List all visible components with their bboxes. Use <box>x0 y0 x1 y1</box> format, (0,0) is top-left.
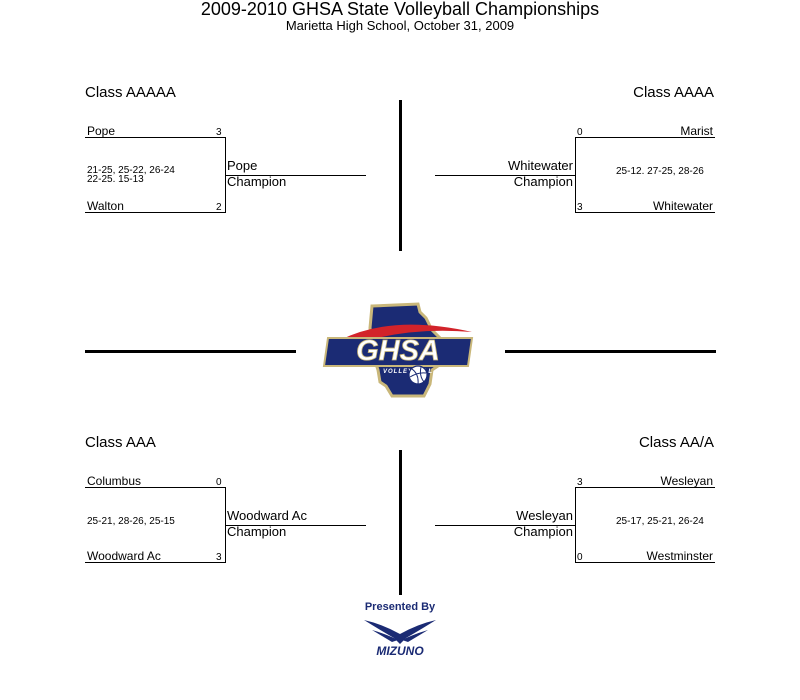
team-bottom-name: Westminster <box>646 549 713 563</box>
mizuno-wordmark: MIZUNO <box>376 644 424 658</box>
team-bottom-score: 2 <box>216 202 222 213</box>
divider-vertical-bottom <box>399 450 402 595</box>
divider-horizontal-right <box>505 350 716 353</box>
champion-label: Champion <box>227 524 287 539</box>
class-label-aaa: Class AAA <box>85 434 156 451</box>
team-bottom-name: Whitewater <box>652 199 713 213</box>
bracket-line-top <box>575 487 715 488</box>
mizuno-logo-graphic: MIZUNO <box>364 620 436 658</box>
game-scores-line1: 25-17, 25-21, 26-24 <box>616 516 704 527</box>
team-bottom-score: 0 <box>577 552 583 563</box>
team-top-score: 3 <box>577 477 583 488</box>
team-top-name: Marist <box>680 124 713 138</box>
team-top-name: Columbus <box>87 474 142 488</box>
ghsa-logo-text: GHSA <box>356 335 440 367</box>
bracket-line-bottom <box>85 212 225 213</box>
ghsa-logo: GHSA VOLLEYBALL <box>322 300 478 400</box>
team-bottom-score: 3 <box>577 202 583 213</box>
team-bottom-name: Walton <box>87 199 124 213</box>
champion-label: Champion <box>513 174 573 189</box>
mizuno-runbird-icon <box>364 620 436 644</box>
team-top-name: Wesleyan <box>660 474 713 488</box>
team-bottom-score: 3 <box>216 552 222 563</box>
class-label-aa-a: Class AA/A <box>638 434 714 451</box>
champion-name: Wesleyan <box>516 508 573 523</box>
bracket-connector <box>575 137 576 213</box>
bracket-line-top <box>575 137 715 138</box>
team-top-score: 3 <box>216 127 222 138</box>
presented-by-label: Presented By <box>364 601 436 613</box>
champion-name: Whitewater <box>507 158 573 173</box>
team-bottom-name: Woodward Ac <box>87 549 161 563</box>
champion-name: Pope <box>227 158 258 173</box>
ghsa-logo-subtext: VOLLEYBALL <box>383 369 433 375</box>
volleyball-icon <box>408 365 428 385</box>
class-label-aaaaa: Class AAAAA <box>85 84 176 101</box>
bracket-line-top <box>85 137 225 138</box>
team-top-score: 0 <box>577 127 583 138</box>
class-label-aaaa: Class AAAA <box>633 84 714 101</box>
bracket-line-bottom <box>575 562 715 563</box>
bracket-line-bottom <box>575 212 715 213</box>
champion-label: Champion <box>513 524 573 539</box>
champion-line <box>435 525 575 526</box>
game-scores-line1: 25-21, 28-26, 25-15 <box>87 516 175 527</box>
champion-line <box>225 175 366 176</box>
mizuno-logo: MIZUNO <box>362 614 438 658</box>
champion-line <box>435 175 575 176</box>
page-subtitle: Marietta High School, October 31, 2009 <box>285 18 515 33</box>
divider-vertical-top <box>399 100 402 251</box>
bracket-connector <box>575 487 576 563</box>
bracket-line-top <box>85 487 225 488</box>
ghsa-logo-graphic: GHSA VOLLEYBALL <box>322 302 474 398</box>
team-top-score: 0 <box>216 477 222 488</box>
game-scores-line1: 25-12. 27-25, 28-26 <box>616 166 704 177</box>
bracket-line-bottom <box>85 562 225 563</box>
game-scores-line2: 22-25. 15-13 <box>87 174 144 185</box>
champion-label: Champion <box>227 174 287 189</box>
page-title: 2009-2010 GHSA State Volleyball Champion… <box>200 0 600 19</box>
team-top-name: Pope <box>87 124 116 138</box>
game-scores-line1: 21-25, 25-22, 26-24 <box>87 165 175 176</box>
champion-name: Woodward Ac <box>227 508 307 523</box>
divider-horizontal-left <box>85 350 296 353</box>
champion-line <box>225 525 366 526</box>
